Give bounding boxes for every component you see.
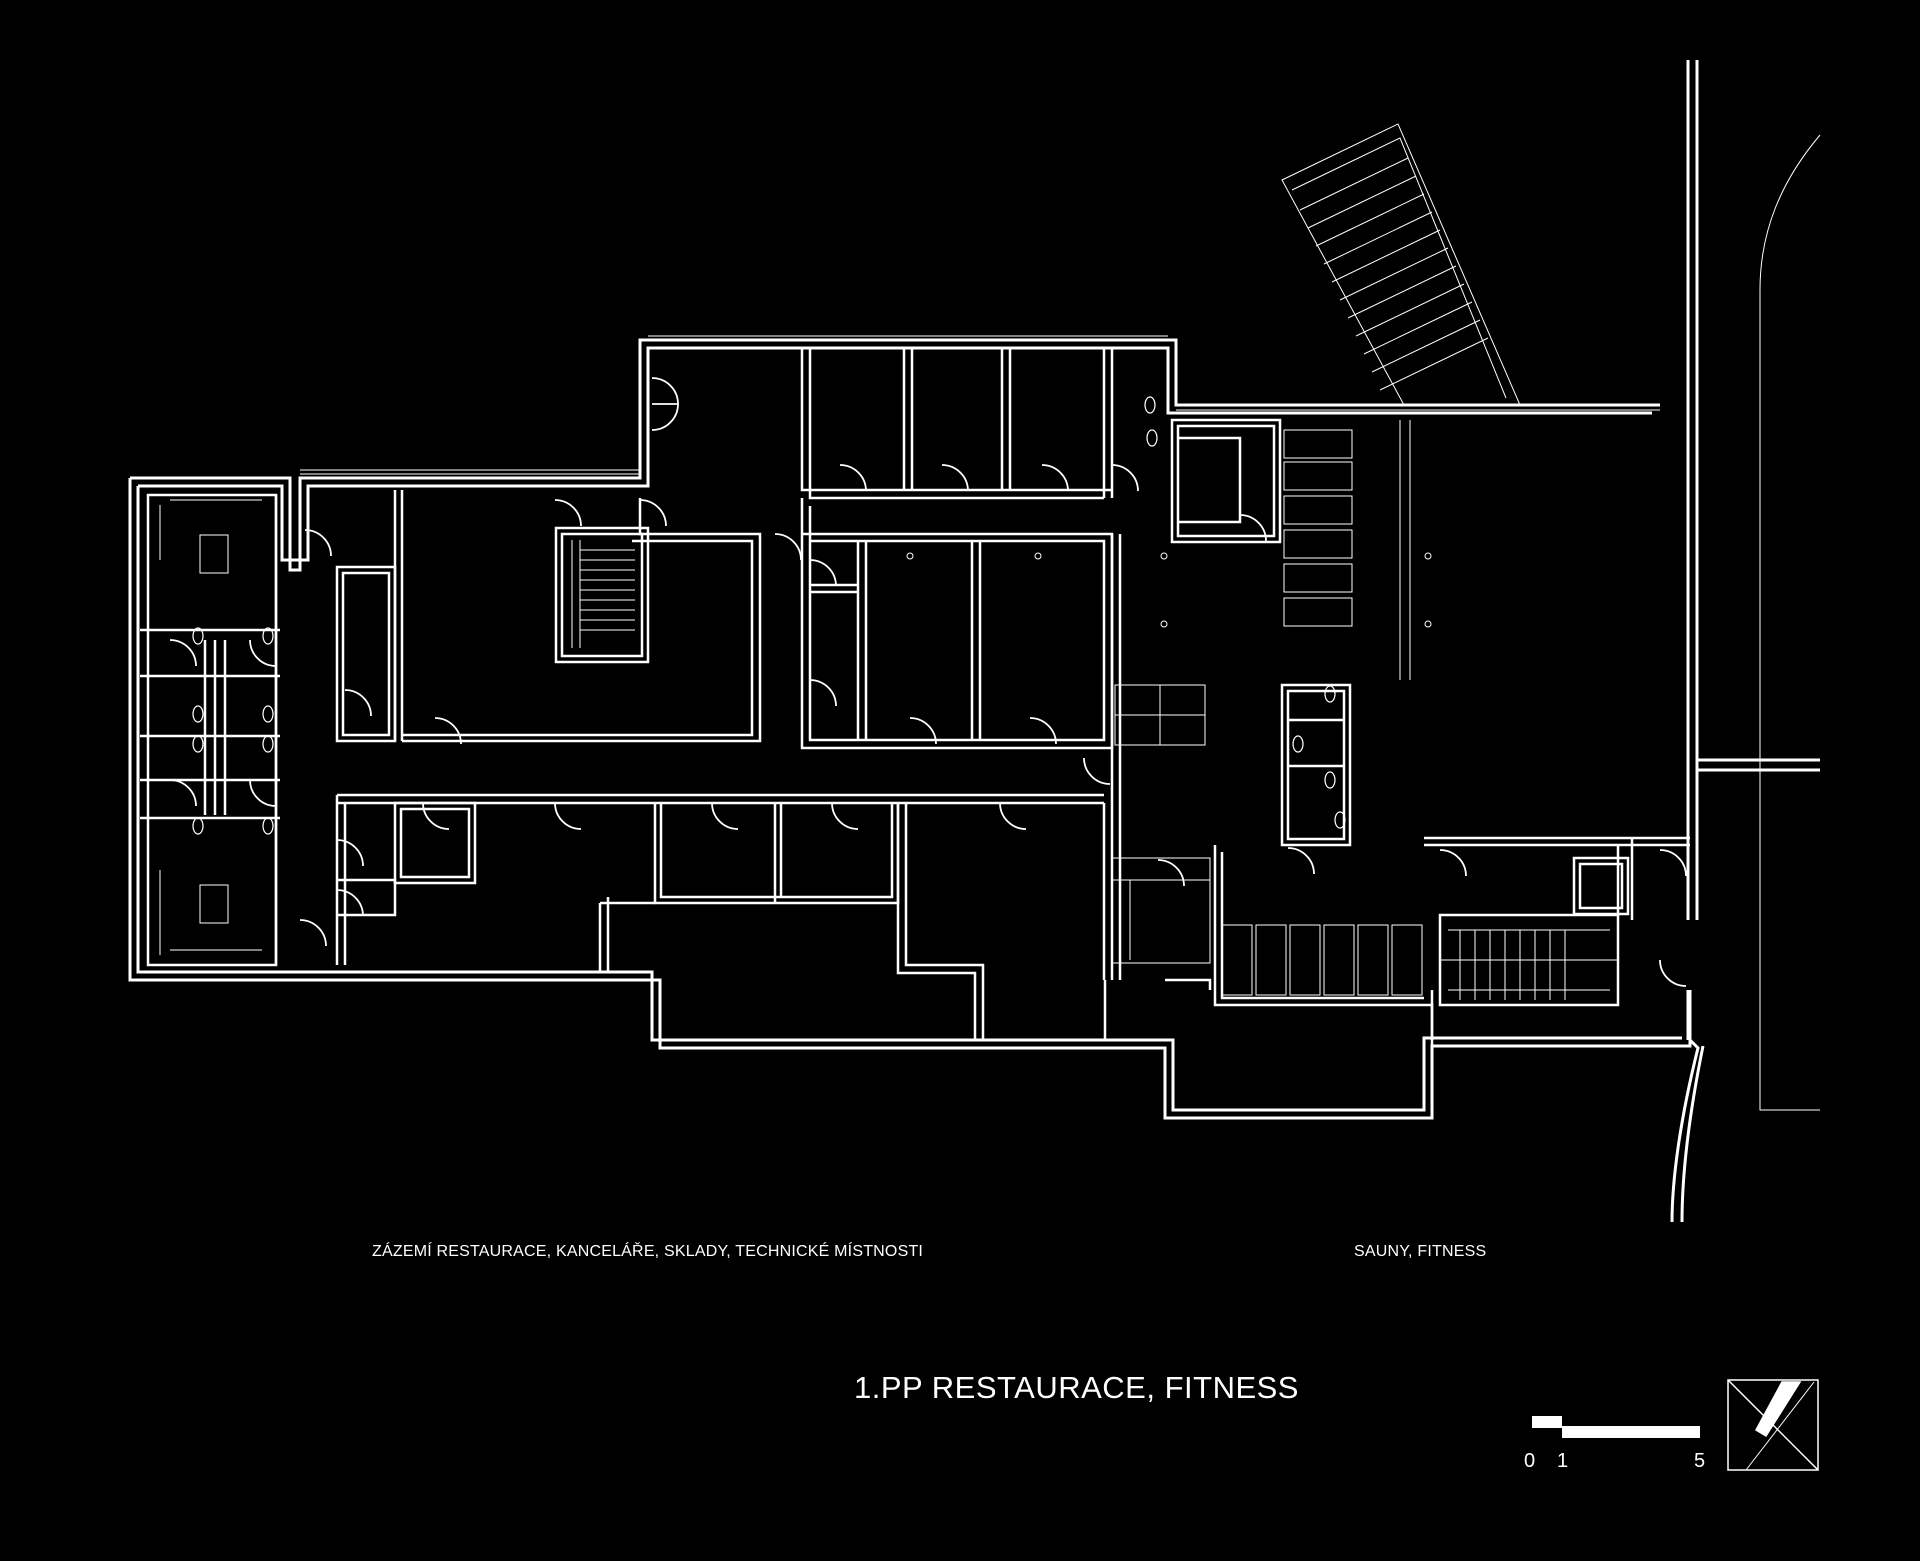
scale-tick-label: 1 — [1557, 1450, 1569, 1472]
scale-bar — [1532, 1416, 1700, 1438]
zone-label-saunas-fitness: SAUNY, FITNESS — [1354, 1243, 1487, 1260]
north-arrow-icon — [1727, 1379, 1819, 1471]
interior-walls — [140, 348, 1690, 1046]
zone-label-restaurant-support: ZÁZEMÍ RESTAURACE, KANCELÁŘE, SKLADY, TE… — [372, 1243, 924, 1260]
sheet-title: 1.PP RESTAURACE, FITNESS — [854, 1370, 1299, 1405]
scale-tick-label: 5 — [1694, 1450, 1706, 1472]
exterior-walls — [128, 60, 1820, 1223]
scale-tick-label: 0 — [1524, 1450, 1536, 1472]
fixtures — [159, 123, 1821, 1111]
doors — [169, 377, 1687, 987]
toilets — [192, 396, 1346, 835]
